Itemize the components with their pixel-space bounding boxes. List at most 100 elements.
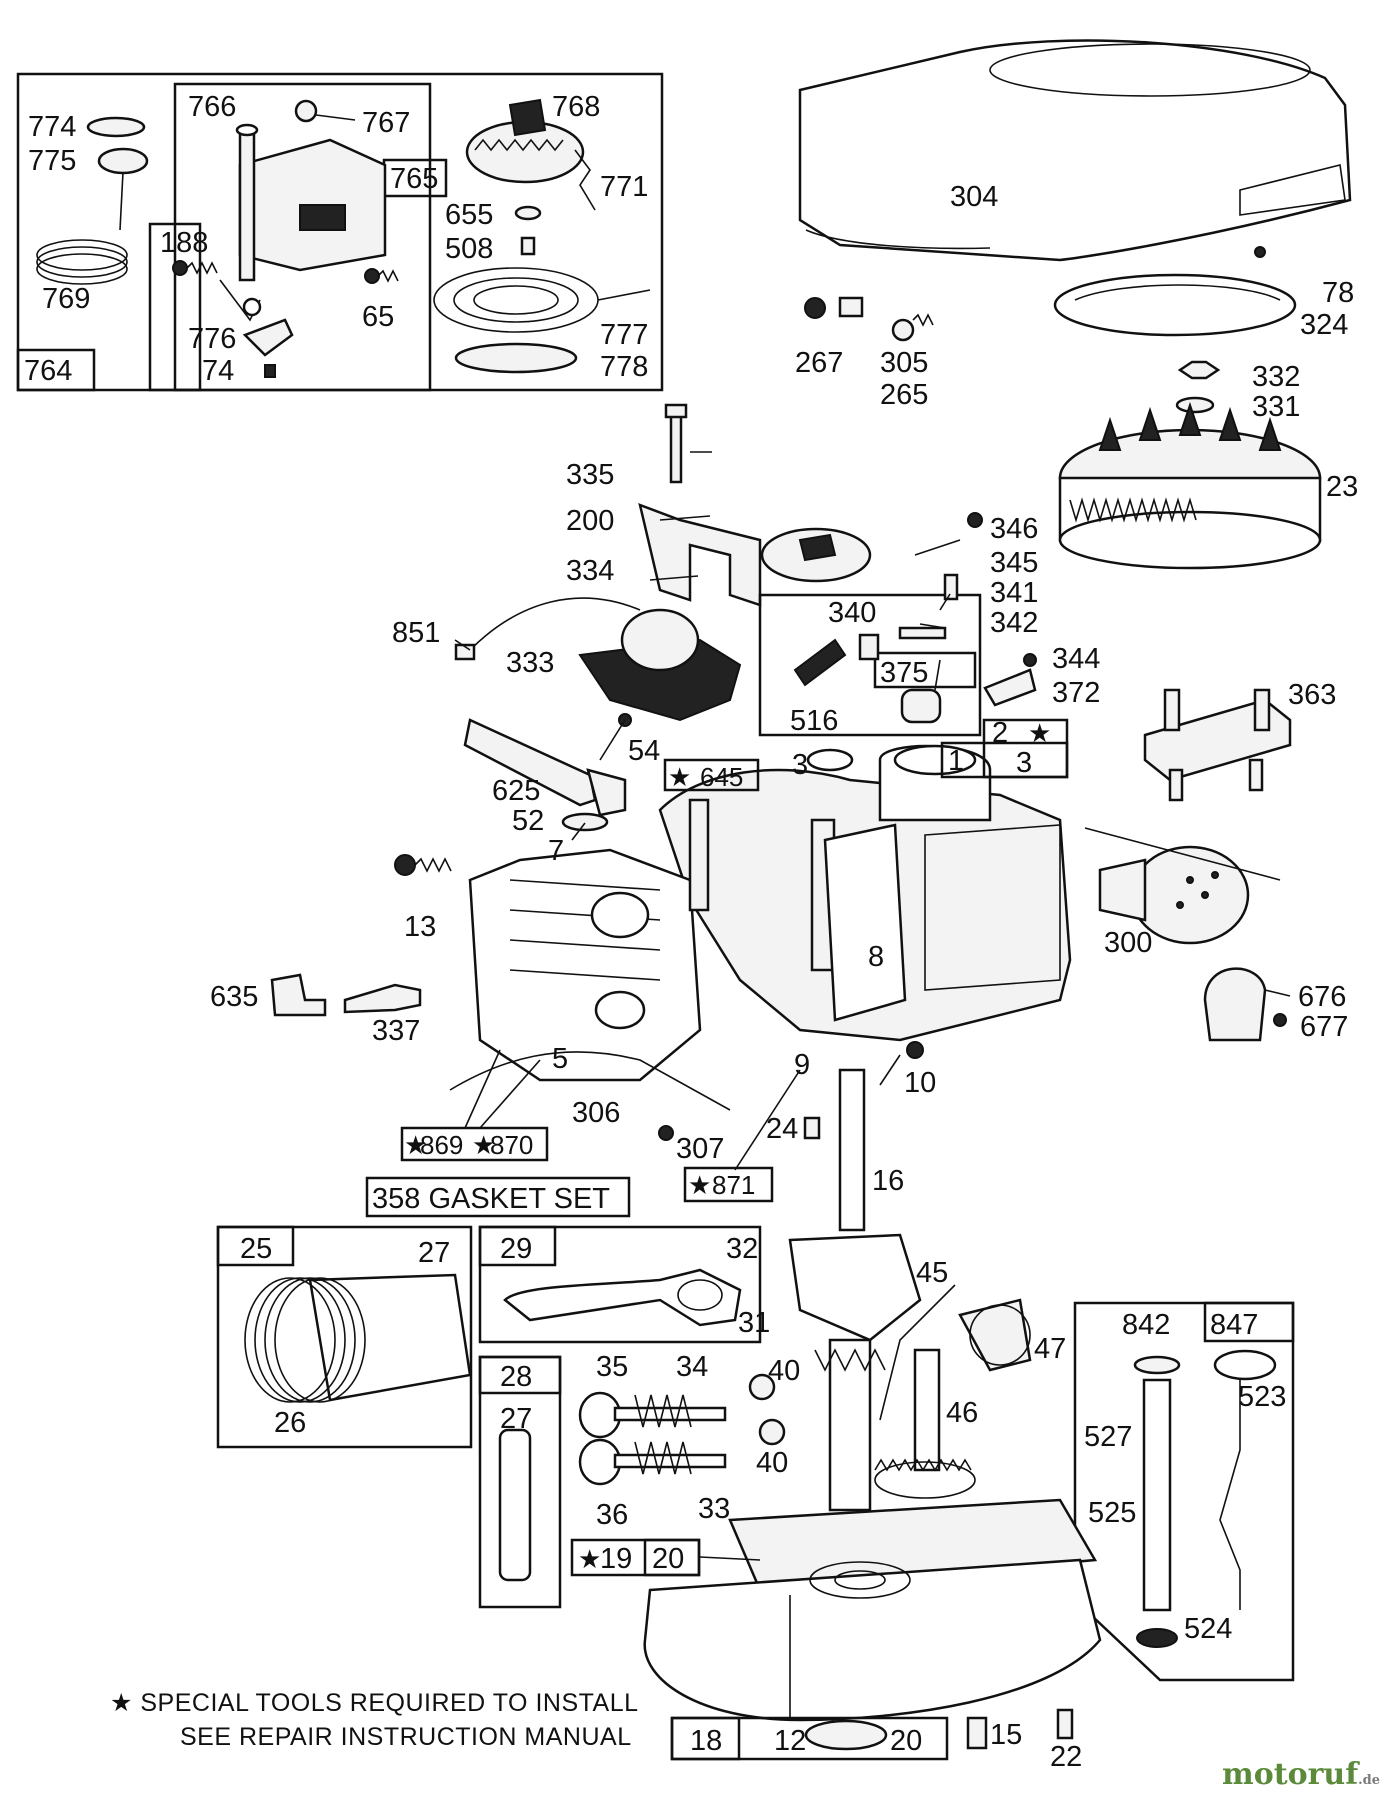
label-766: 766 bbox=[188, 91, 236, 123]
starter-assembly-group bbox=[16, 72, 664, 392]
label-54: 54 bbox=[628, 735, 660, 767]
label-300: 300 bbox=[1104, 927, 1152, 959]
label-9: 9 bbox=[794, 1049, 810, 1081]
label-34: 34 bbox=[676, 1351, 708, 1383]
label-655: 655 bbox=[445, 199, 493, 231]
leader-lines bbox=[454, 451, 1291, 1720]
label-47: 47 bbox=[1034, 1333, 1066, 1365]
label-676: 676 bbox=[1298, 981, 1346, 1013]
label-25: 25 bbox=[240, 1233, 272, 1265]
oil-fill-tube bbox=[1142, 1378, 1172, 1612]
sump-base bbox=[643, 1558, 1102, 1722]
oil-seal-20 bbox=[804, 1719, 888, 1751]
label-871: 871 bbox=[712, 1170, 755, 1200]
watermark-suffix: .de bbox=[1358, 1773, 1380, 1788]
label-306: 306 bbox=[572, 1097, 620, 1129]
label-764: 764 bbox=[24, 355, 72, 387]
label-star-871: ★ bbox=[688, 1170, 711, 1200]
label-12: 12 bbox=[774, 1725, 806, 1757]
label-33: 33 bbox=[698, 1493, 730, 1525]
note-line-2: SEE REPAIR INSTRUCTION MANUAL bbox=[180, 1723, 632, 1751]
blower-housing bbox=[798, 39, 1352, 262]
label-31: 31 bbox=[738, 1307, 770, 1339]
label-324: 324 bbox=[1300, 309, 1348, 341]
box-869-870 bbox=[400, 1126, 549, 1162]
bolt-267 bbox=[804, 297, 826, 319]
label-24: 24 bbox=[766, 1113, 798, 1145]
label-1: 1 bbox=[948, 745, 964, 777]
label-46: 46 bbox=[946, 1397, 978, 1429]
label-775: 775 bbox=[28, 145, 76, 177]
label-527: 527 bbox=[1084, 1421, 1132, 1453]
label-22: 22 bbox=[1050, 1741, 1082, 1773]
blower-group bbox=[798, 39, 1352, 570]
label-331: 331 bbox=[1252, 391, 1300, 423]
ignition-group bbox=[454, 403, 1037, 737]
crankshaft bbox=[838, 1068, 866, 1232]
sump-group bbox=[570, 1498, 1102, 1761]
special-tools-note: ★ SPECIAL TOOLS REQUIRED TO INSTALL SEE … bbox=[110, 1686, 639, 1754]
breather-8 bbox=[823, 823, 907, 1022]
label-13: 13 bbox=[404, 911, 436, 943]
piston-group bbox=[216, 1225, 786, 1609]
label-star-645: ★ bbox=[668, 762, 691, 792]
spark-wire bbox=[469, 597, 641, 651]
label-516: 516 bbox=[790, 705, 838, 737]
note-line-1: SPECIAL TOOLS REQUIRED TO INSTALL bbox=[140, 1689, 639, 1717]
box-188-outline bbox=[148, 222, 202, 392]
label-188: 188 bbox=[160, 227, 208, 259]
label-27a: 27 bbox=[418, 1237, 450, 1269]
label-3a: 3 bbox=[792, 749, 808, 781]
box-774-inner bbox=[16, 348, 96, 392]
star-icon: ★ bbox=[110, 1689, 133, 1717]
label-767: 767 bbox=[362, 107, 410, 139]
label-677: 677 bbox=[1300, 1011, 1348, 1043]
label-40b: 40 bbox=[756, 1447, 788, 1479]
plunger-516 bbox=[900, 688, 942, 724]
label-19: 19 bbox=[600, 1543, 632, 1575]
label-40a: 40 bbox=[768, 1355, 800, 1387]
label-28: 28 bbox=[500, 1361, 532, 1393]
watermark: motoruf.de bbox=[1222, 1757, 1380, 1792]
label-3b: 3 bbox=[1016, 747, 1032, 779]
label-45: 45 bbox=[916, 1257, 948, 1289]
starter-grip bbox=[97, 147, 149, 175]
label-10: 10 bbox=[904, 1067, 936, 1099]
label-508: 508 bbox=[445, 233, 493, 265]
camshaft bbox=[913, 1348, 941, 1472]
control-lever-shaft bbox=[238, 128, 256, 282]
part-labels: 764 774 775 769 766 767 765 768 771 188 … bbox=[24, 91, 1358, 1773]
crankshaft-group bbox=[788, 1068, 1032, 1512]
label-star-870: ★ bbox=[472, 1130, 495, 1160]
rope-coil bbox=[36, 239, 128, 271]
label-645: 645 bbox=[700, 762, 743, 792]
box-375-tag bbox=[873, 651, 977, 689]
label-851: 851 bbox=[392, 617, 440, 649]
label-2: 2 bbox=[992, 717, 1008, 749]
label-870: 870 bbox=[490, 1130, 533, 1160]
label-765: 765 bbox=[390, 163, 438, 195]
bracket-363-group bbox=[1143, 688, 1292, 802]
label-star-869: ★ bbox=[404, 1130, 427, 1160]
label-23: 23 bbox=[1326, 471, 1358, 503]
label-771: 771 bbox=[600, 171, 648, 203]
gasket-52 bbox=[561, 812, 609, 832]
label-265: 265 bbox=[880, 379, 928, 411]
label-375: 375 bbox=[880, 657, 928, 689]
bolt-335 bbox=[669, 410, 683, 484]
nut-265 bbox=[838, 296, 864, 318]
label-305: 305 bbox=[880, 347, 928, 379]
label-776: 776 bbox=[188, 323, 236, 355]
label-332: 332 bbox=[1252, 361, 1300, 393]
bracket-200 bbox=[638, 503, 762, 607]
label-346: 346 bbox=[990, 513, 1038, 545]
box-2-3 bbox=[982, 718, 1069, 779]
label-337: 337 bbox=[372, 1015, 420, 1047]
armature-333 bbox=[578, 638, 742, 722]
label-333: 333 bbox=[506, 647, 554, 679]
label-16: 16 bbox=[872, 1165, 904, 1197]
label-344: 344 bbox=[1052, 643, 1100, 675]
label-29: 29 bbox=[500, 1233, 532, 1265]
label-524: 524 bbox=[1184, 1613, 1232, 1645]
label-36: 36 bbox=[596, 1499, 628, 1531]
